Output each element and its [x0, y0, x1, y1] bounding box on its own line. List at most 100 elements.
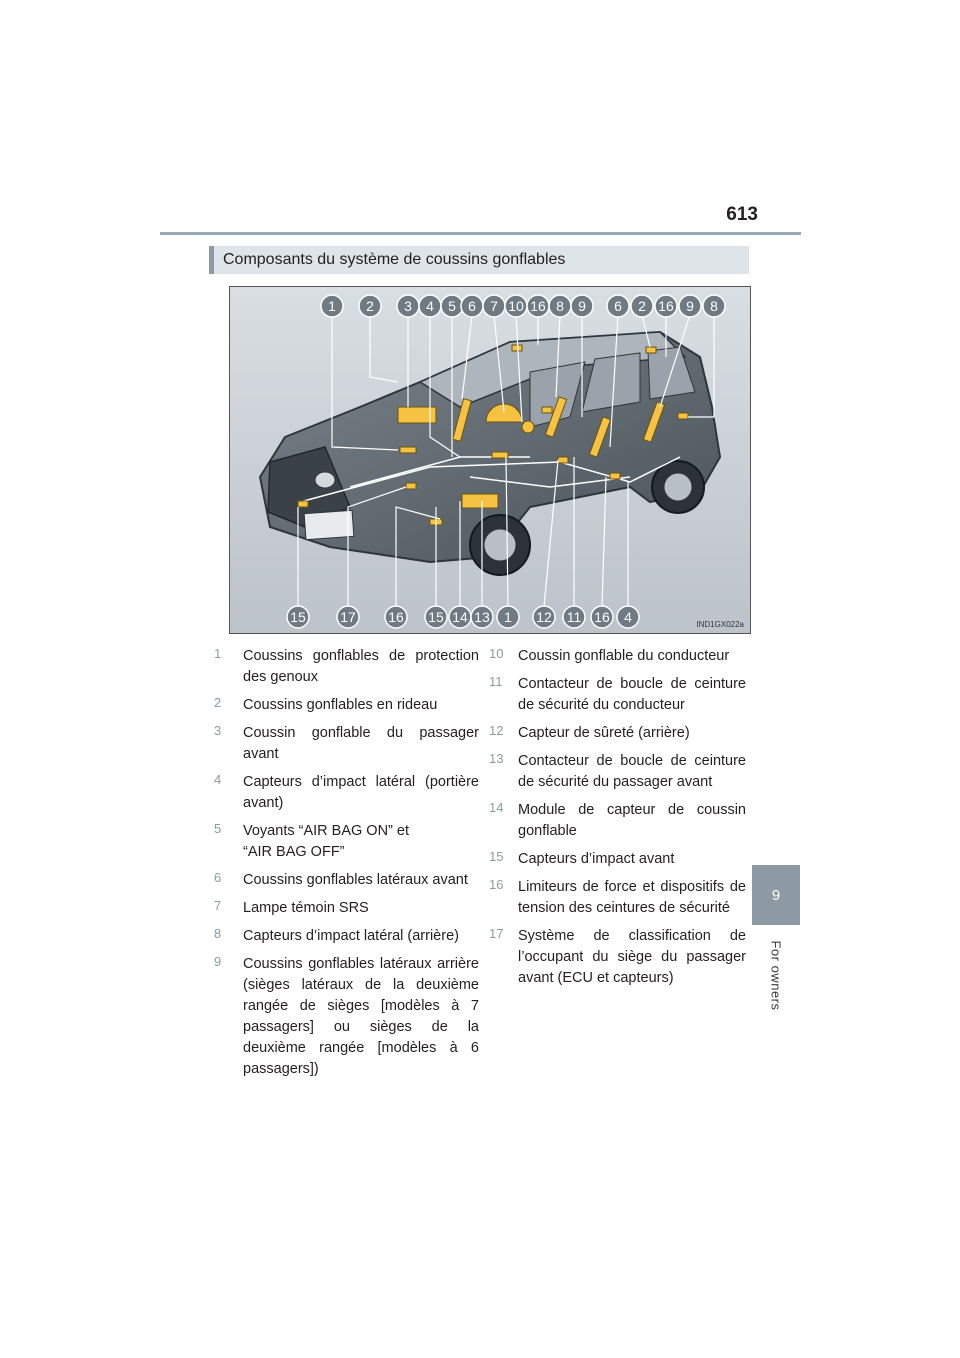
callout-badge: 7 [482, 294, 506, 318]
callout-number: 4 [426, 298, 434, 314]
legend-number: 17 [489, 926, 504, 941]
callout-badge: 9 [678, 294, 702, 318]
callout-number: 16 [530, 298, 546, 314]
callout-number: 8 [710, 298, 718, 314]
legend-text: Capteurs d’impact latéral (arrière) [243, 928, 459, 944]
callout-number: 16 [658, 298, 674, 314]
legend-number: 9 [214, 954, 222, 969]
callout-badge: 5 [440, 294, 464, 318]
airbag-components [297, 344, 689, 526]
callout-number: 4 [624, 609, 632, 625]
legend-text: Coussins gonflables de protection des ge… [243, 648, 479, 685]
callout-badge: 14 [448, 605, 472, 629]
callout-number: 14 [452, 609, 468, 625]
seat-belt-buckle-switch [557, 456, 569, 464]
legend-item: 5 Voyants “AIR BAG ON” et “AIR BAG OFF” [213, 821, 479, 863]
legend-text: Voyants “AIR BAG ON” et “AIR BAG OFF” [243, 823, 409, 860]
rear-safety-sensor [609, 472, 621, 480]
callout-number: 3 [404, 298, 412, 314]
callout-badge: 16 [654, 294, 678, 318]
callout-number: 17 [340, 609, 356, 625]
legend-text: Limiteurs de force et dispositifs de ten… [518, 879, 746, 916]
legend-item: 17 Système de classification de l’occupan… [488, 926, 746, 989]
callout-circle [570, 294, 594, 318]
legend-item: 16 Limiteurs de force et dispositifs de t… [488, 877, 746, 919]
legend-text: Capteurs d’impact avant [518, 851, 675, 867]
callout-badge: 15 [424, 605, 448, 629]
legend-text: Coussins gonflables latéraux avant [243, 872, 468, 888]
legend-text: Coussins gonflables latéraux arrière (si… [243, 956, 479, 1077]
legend-item: 3 Coussin gonflable du passager avant [213, 723, 479, 765]
legend-number: 14 [489, 800, 504, 815]
curtain-airbag-front [511, 344, 523, 352]
legend-number: 10 [489, 646, 504, 661]
legend-number: 3 [214, 723, 222, 738]
callout-badge: 3 [396, 294, 420, 318]
callout-circle [424, 605, 448, 629]
callout-badge: 6 [460, 294, 484, 318]
callout-number: 15 [290, 609, 306, 625]
legend-text: Coussin gonflable du conducteur [518, 648, 730, 664]
callout-number: 15 [428, 609, 444, 625]
legend-text: Capteur de sûreté (arrière) [518, 725, 690, 741]
side-impact-sensor-rear [677, 412, 689, 420]
callout-circle [532, 605, 556, 629]
callout-number: 9 [578, 298, 586, 314]
callout-badge: 1 [320, 294, 344, 318]
callout-circle [562, 605, 586, 629]
legend-text: Coussins gonflables en rideau [243, 697, 438, 713]
legend-number: 12 [489, 723, 504, 738]
callout-badge: 4 [418, 294, 442, 318]
callout-badge: 8 [702, 294, 726, 318]
page-number: 613 [726, 204, 758, 225]
callout-badge: 9 [570, 294, 594, 318]
knee-airbag-driver [491, 451, 509, 459]
callout-number: 11 [567, 609, 582, 625]
callout-number: 7 [490, 298, 498, 314]
callout-badge: 12 [532, 605, 556, 629]
callout-circle [702, 294, 726, 318]
callout-number: 13 [474, 609, 490, 625]
callout-badge: 15 [286, 605, 310, 629]
chapter-number: 9 [771, 886, 781, 904]
callout-number: 16 [594, 609, 610, 625]
legend-item: 2 Coussins gonflables en rideau [213, 695, 479, 716]
callout-badge: 2 [358, 294, 382, 318]
front-impact-sensor-left [297, 500, 309, 508]
legend-number: 5 [214, 821, 222, 836]
callout-badge: 6 [606, 294, 630, 318]
callout-circle [606, 294, 630, 318]
callout-circle [496, 605, 520, 629]
front-door-impact-sensor [541, 406, 553, 414]
legend-number: 4 [214, 772, 222, 787]
chapter-label: For owners [763, 940, 789, 1010]
callout-badge: 11 [562, 605, 586, 629]
airbag-sensor-module [461, 493, 499, 509]
callout-number: 12 [536, 609, 552, 625]
callout-number: 10 [508, 298, 524, 314]
front-side-airbag-passenger [452, 398, 472, 442]
legend-text: Coussin gonflable du passager avant [243, 725, 479, 762]
front-impact-sensor-right [405, 482, 417, 490]
legend-number: 2 [214, 695, 222, 710]
legend-text: Contacteur de boucle de ceinture de sécu… [518, 676, 746, 713]
callout-number: 2 [638, 298, 646, 314]
figure-code: IND1GX022a [696, 620, 744, 629]
callout-badge: 8 [548, 294, 572, 318]
callout-number: 9 [686, 298, 694, 314]
legend-number: 16 [489, 877, 504, 892]
callout-badge: 17 [336, 605, 360, 629]
legend-number: 7 [214, 898, 222, 913]
chapter-tab[interactable]: 9 [752, 865, 800, 925]
legend-text: Système de classification de l’occupant … [518, 928, 746, 986]
callout-circle [678, 294, 702, 318]
